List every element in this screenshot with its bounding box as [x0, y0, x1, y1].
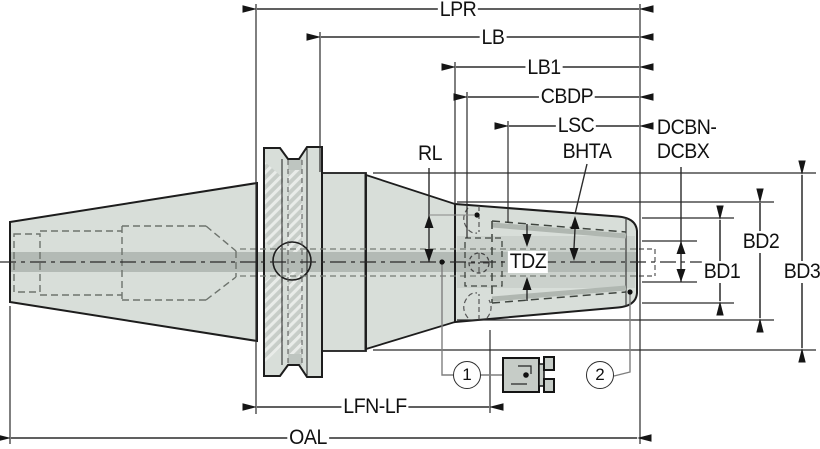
dim-label-bd3: BD3 [781, 261, 820, 283]
rl-dimension [424, 168, 474, 262]
dcbn-dimension [676, 167, 686, 282]
dim-label-lpr: LPR [437, 0, 479, 21]
drive-key-hole [272, 241, 312, 281]
extension-lines [9, 4, 816, 444]
dim-label-lsc: LSC [555, 114, 597, 137]
dim-label-tdz: TDZ [507, 250, 549, 273]
dim-label-lfn-lf: LFN-LF [341, 395, 409, 418]
coolant-cartridge-part [502, 356, 555, 393]
dim-label-lb1: LB1 [525, 56, 563, 79]
callout-balloon-1: 1 [453, 361, 481, 389]
dim-label-bhta: BHTA [560, 140, 614, 163]
dim-label-bd1: BD1 [701, 260, 743, 283]
dim-label-oal: OAL [287, 426, 329, 449]
shank-internal-hidden-lines [13, 225, 237, 301]
collet-hidden-lines [463, 206, 656, 320]
callout-1-number: 1 [462, 365, 472, 384]
callout-1-anchor-dot [439, 259, 445, 265]
callout-2-number: 2 [595, 365, 605, 384]
dim-label-dcbn-line1: DCBN- [656, 116, 718, 139]
dim-label-rl: RL [416, 142, 444, 165]
dim-label-lb: LB [479, 26, 507, 49]
dim-label-cbdp: CBDP [538, 85, 596, 108]
callout-leaders [441, 262, 631, 377]
dim-label-dcbn-line2: DCBX [656, 140, 711, 163]
bhta-leader [569, 163, 588, 261]
dim-label-bd2: BD2 [740, 230, 782, 253]
callout-balloon-2: 2 [586, 361, 614, 389]
tdz-arrows [522, 224, 532, 301]
callout-2-anchor-dot [627, 289, 633, 295]
